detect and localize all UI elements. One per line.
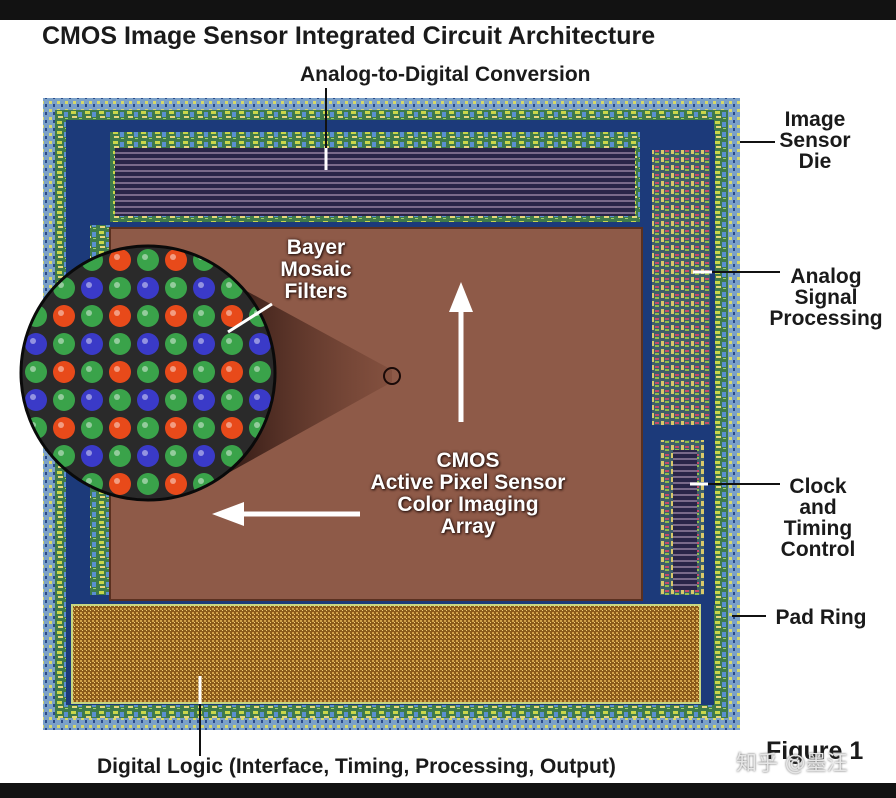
label-bayer-mosaic: Bayer Mosaic Filters: [280, 236, 352, 303]
label-clock-timing-control: Clock and Timing Control: [780, 475, 856, 561]
digital-logic-block: [71, 604, 701, 704]
label-digital-logic: Digital Logic (Interface, Timing, Proces…: [97, 755, 616, 778]
figure-label: Figure 1: [766, 737, 864, 765]
label-cmos-array: CMOS Active Pixel Sensor Color Imaging A…: [370, 449, 566, 538]
label-analog-signal-processing: Analog Signal Processing: [769, 265, 883, 330]
adc-block: [115, 148, 635, 216]
analog-signal-block: [652, 150, 710, 425]
label-adc: Analog-to-Digital Conversion: [300, 63, 591, 86]
zoom-cone: [230, 282, 392, 472]
figure-frame: CMOS Image Sensor Integrated Circuit Arc…: [0, 20, 896, 783]
zoom-point: [383, 367, 401, 385]
leader-bayer: [227, 302, 273, 334]
label-image-sensor-die: Image Sensor Die: [779, 108, 851, 173]
watermark: 知乎 @墨汪: [736, 751, 848, 775]
label-pad-ring: Pad Ring: [775, 606, 867, 629]
chip-diagram: [19, 88, 780, 756]
page-title: CMOS Image Sensor Integrated Circuit Arc…: [42, 22, 656, 50]
